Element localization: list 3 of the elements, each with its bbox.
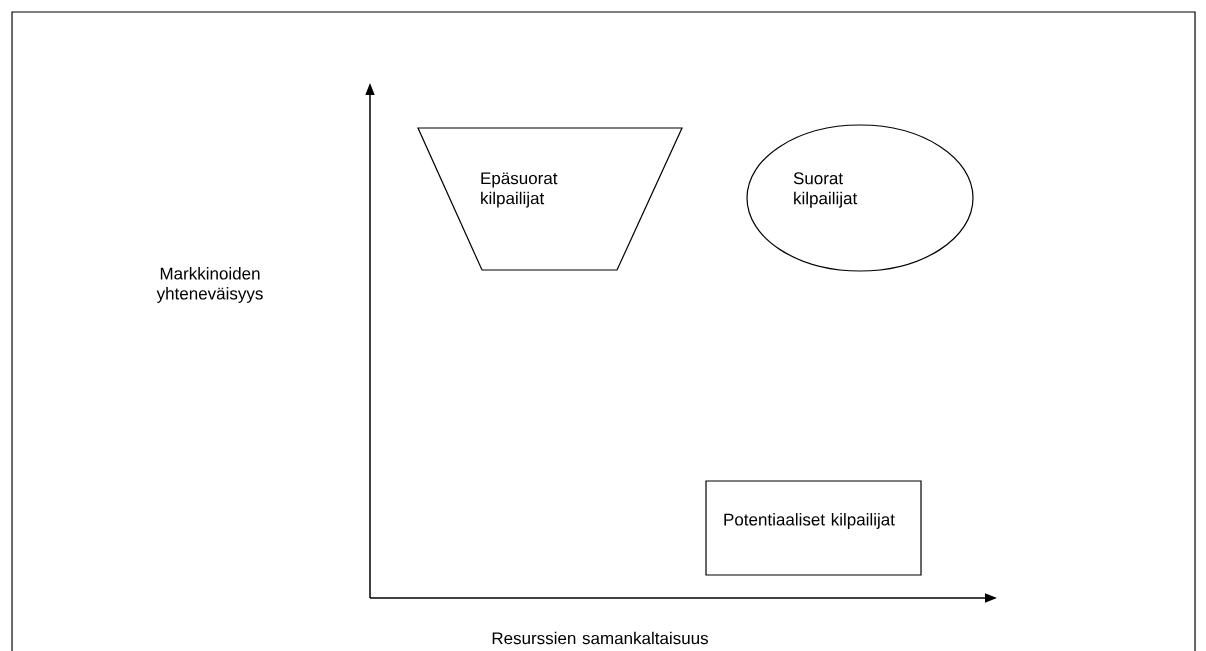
axis-label: Markkinoiden yhteneväisyys <box>156 267 263 303</box>
axis-label: Resurssien samankaltaisuus <box>492 631 708 645</box>
rectangle-box: Potentiaaliset kilpailijat <box>705 480 922 576</box>
